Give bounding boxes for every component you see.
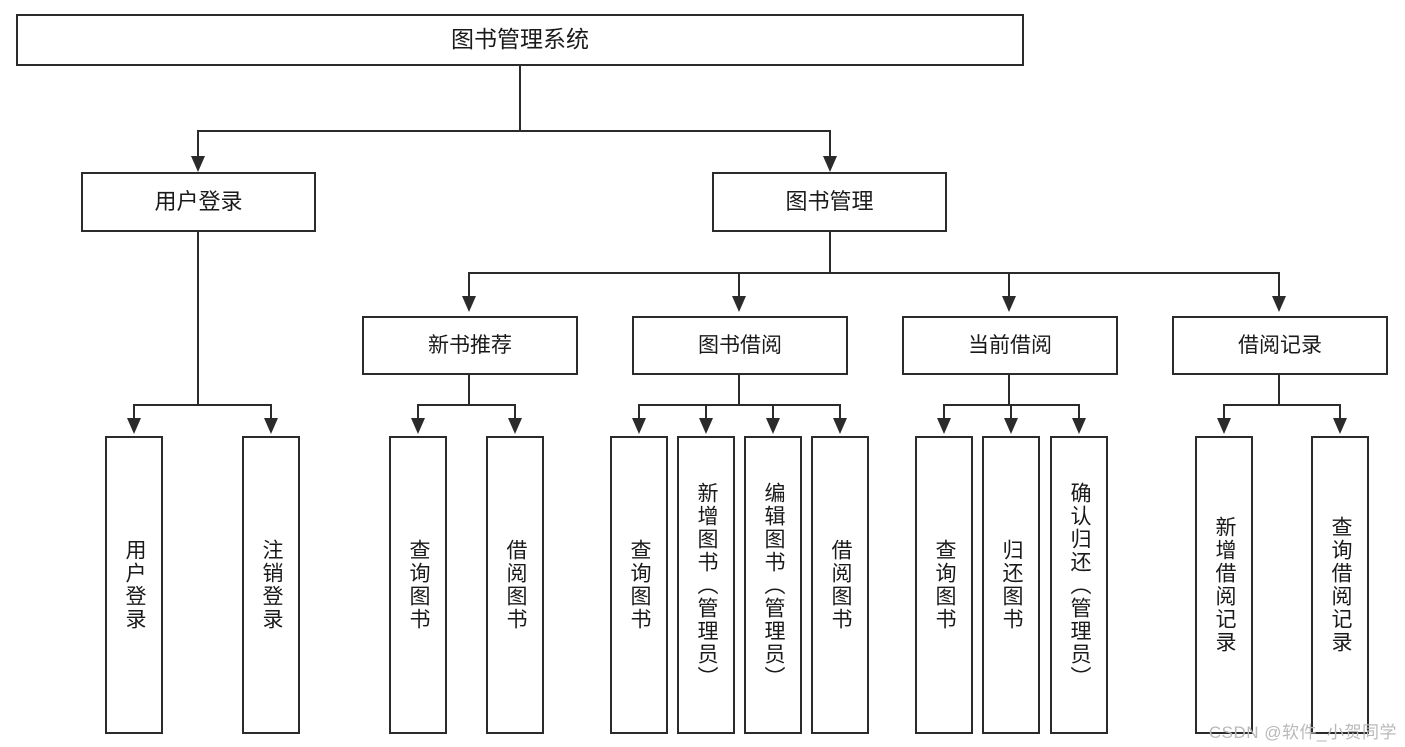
connector-borrow-record-to-leaf-1 — [1223, 404, 1225, 420]
node-label: 当前借阅 — [968, 333, 1052, 357]
node-label: 查询图书 — [933, 539, 957, 631]
arrow-root-to-book-mgmt — [823, 156, 837, 172]
connector-current-borrow-stem — [1008, 375, 1010, 405]
node-book-borrow[interactable]: 图书借阅 — [632, 316, 848, 375]
arrow-book-mgmt-to-lvl3-2 — [732, 296, 746, 312]
node-label: 借阅图书 — [829, 539, 853, 631]
connector-book-borrow-to-leaf-2 — [705, 404, 707, 420]
arrow-current-borrow-to-leaf-2 — [1004, 418, 1018, 434]
node-label: 借阅图书 — [504, 539, 528, 631]
arrow-book-mgmt-to-lvl3-4 — [1272, 296, 1286, 312]
connector-root-to-user-login — [197, 130, 199, 158]
connector-book-borrow-bus — [638, 404, 840, 406]
arrow-current-borrow-to-leaf-3 — [1072, 418, 1086, 434]
node-leaf-current-borrow-return-book[interactable]: 归还图书 — [982, 436, 1040, 734]
connector-book-mgmt-to-lvl3-3 — [1008, 272, 1010, 298]
node-borrow-record[interactable]: 借阅记录 — [1172, 316, 1388, 375]
connector-user-login-bus — [133, 404, 271, 406]
connector-borrow-record-to-leaf-2 — [1339, 404, 1341, 420]
node-label: 新增借阅记录 — [1213, 516, 1237, 654]
connector-root-bus — [197, 130, 831, 132]
node-leaf-book-borrow-edit-book-admin[interactable]: 编辑图书（管理员） — [744, 436, 802, 734]
node-label: 图书借阅 — [698, 333, 782, 357]
connector-current-borrow-to-leaf-2 — [1010, 404, 1012, 420]
node-leaf-current-borrow-confirm-return-admin[interactable]: 确认归还（管理员） — [1050, 436, 1108, 734]
node-label: 确认归还（管理员） — [1068, 481, 1092, 689]
connector-borrow-record-bus — [1223, 404, 1341, 406]
arrow-book-borrow-to-leaf-3 — [766, 418, 780, 434]
connector-current-borrow-to-leaf-3 — [1078, 404, 1080, 420]
arrow-book-borrow-to-leaf-1 — [632, 418, 646, 434]
node-label: 借阅记录 — [1238, 333, 1322, 357]
connector-user-login-to-leaf-2 — [270, 404, 272, 420]
connector-book-borrow-stem — [738, 375, 740, 405]
arrow-book-borrow-to-leaf-2 — [699, 418, 713, 434]
node-leaf-user-login-login[interactable]: 用户登录 — [105, 436, 163, 734]
node-label: 查询借阅记录 — [1329, 516, 1353, 654]
node-label: 查询图书 — [628, 539, 652, 631]
connector-book-mgmt-to-lvl3-1 — [468, 272, 470, 298]
arrow-book-mgmt-to-lvl3-3 — [1002, 296, 1016, 312]
arrow-new-book-to-leaf-1 — [411, 418, 425, 434]
node-root-book-management-system[interactable]: 图书管理系统 — [16, 14, 1024, 66]
connector-book-mgmt-bus — [468, 272, 1280, 274]
node-leaf-user-login-logout[interactable]: 注销登录 — [242, 436, 300, 734]
connector-book-mgmt-to-lvl3-4 — [1278, 272, 1280, 298]
connector-new-book-to-leaf-2 — [514, 404, 516, 420]
node-label: 用户登录 — [154, 188, 243, 214]
node-label: 查询图书 — [407, 539, 431, 631]
node-new-book-recommend[interactable]: 新书推荐 — [362, 316, 578, 375]
arrow-new-book-to-leaf-2 — [508, 418, 522, 434]
node-user-login[interactable]: 用户登录 — [81, 172, 316, 232]
node-leaf-borrow-record-query-record[interactable]: 查询借阅记录 — [1311, 436, 1369, 734]
arrow-book-mgmt-to-lvl3-1 — [462, 296, 476, 312]
connector-book-mgmt-stem — [829, 232, 831, 274]
watermark-text: CSDN @软件_小贺同学 — [1208, 723, 1397, 742]
connector-new-book-bus — [417, 404, 516, 406]
connector-book-borrow-to-leaf-4 — [839, 404, 841, 420]
connector-new-book-stem — [468, 375, 470, 405]
connector-book-mgmt-to-lvl3-2 — [738, 272, 740, 298]
node-leaf-new-book-borrow-book[interactable]: 借阅图书 — [486, 436, 544, 734]
connector-borrow-record-stem — [1278, 375, 1280, 405]
node-label: 注销登录 — [260, 539, 284, 631]
node-label: 编辑图书（管理员） — [762, 481, 786, 689]
node-label: 用户登录 — [123, 539, 147, 631]
connector-current-borrow-to-leaf-1 — [943, 404, 945, 420]
node-label: 图书管理 — [785, 188, 874, 214]
connector-new-book-to-leaf-1 — [417, 404, 419, 420]
node-current-borrow[interactable]: 当前借阅 — [902, 316, 1118, 375]
arrow-user-login-to-leaf-1 — [127, 418, 141, 434]
arrow-borrow-record-to-leaf-2 — [1333, 418, 1347, 434]
node-leaf-borrow-record-add-record[interactable]: 新增借阅记录 — [1195, 436, 1253, 734]
arrow-current-borrow-to-leaf-1 — [937, 418, 951, 434]
connector-book-borrow-to-leaf-3 — [772, 404, 774, 420]
node-leaf-current-borrow-query-book[interactable]: 查询图书 — [915, 436, 973, 734]
node-leaf-new-book-query-book[interactable]: 查询图书 — [389, 436, 447, 734]
arrow-root-to-user-login — [191, 156, 205, 172]
connector-user-login-to-leaf-1 — [133, 404, 135, 420]
node-label: 图书管理系统 — [451, 26, 589, 53]
node-leaf-book-borrow-borrow-book[interactable]: 借阅图书 — [811, 436, 869, 734]
node-book-management[interactable]: 图书管理 — [712, 172, 947, 232]
connector-book-borrow-to-leaf-1 — [638, 404, 640, 420]
connector-user-login-stem — [197, 232, 199, 406]
node-label: 新增图书（管理员） — [695, 481, 719, 689]
connector-root-to-book-mgmt — [829, 130, 831, 158]
connector-root-stem — [519, 66, 521, 130]
node-label: 新书推荐 — [428, 333, 512, 357]
node-leaf-book-borrow-query-book[interactable]: 查询图书 — [610, 436, 668, 734]
node-leaf-book-borrow-add-book-admin[interactable]: 新增图书（管理员） — [677, 436, 735, 734]
arrow-user-login-to-leaf-2 — [264, 418, 278, 434]
node-label: 归还图书 — [1000, 539, 1024, 631]
arrow-borrow-record-to-leaf-1 — [1217, 418, 1231, 434]
arrow-book-borrow-to-leaf-4 — [833, 418, 847, 434]
